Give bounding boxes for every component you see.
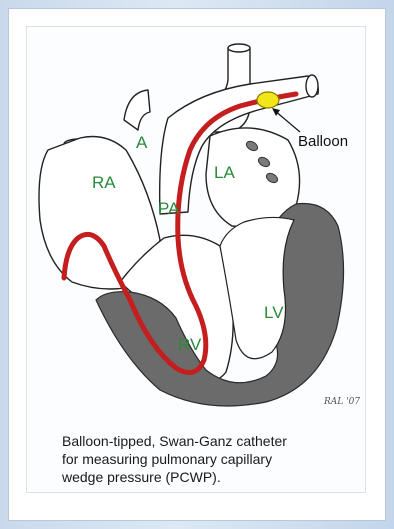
label-rv: RV [178,335,202,354]
aortic-arch [124,90,150,130]
balloon-pointer-line [274,110,300,132]
aorta-opening [228,44,250,52]
label-la: LA [214,163,235,182]
label-a: A [136,133,148,152]
label-balloon: Balloon [298,133,348,150]
label-pa: PA [158,199,180,218]
figure-caption: Balloon-tipped, Swan-Ganz catheter for m… [62,432,362,486]
pa-opening [306,75,318,97]
balloon [257,92,279,108]
artist-signature: RAL '07 [323,397,360,407]
label-lv: LV [264,303,284,322]
label-ra: RA [92,173,116,192]
